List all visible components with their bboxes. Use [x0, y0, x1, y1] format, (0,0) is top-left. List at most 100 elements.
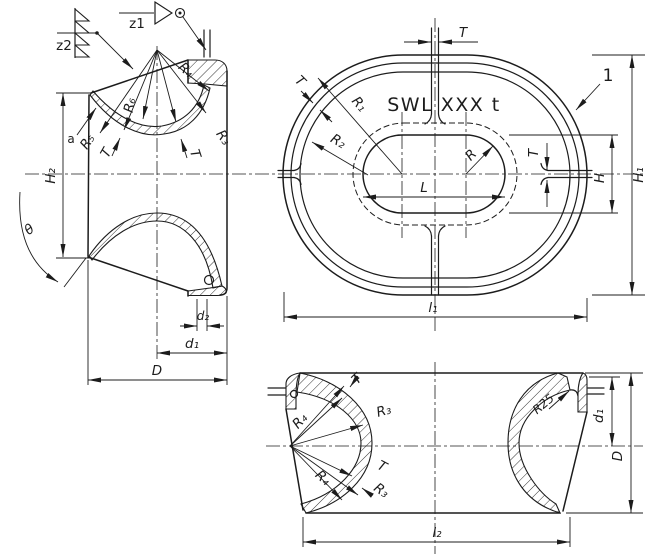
left-silhouette	[87, 94, 90, 257]
top-seam	[430, 27, 440, 115]
lower-cut-edge	[87, 256, 189, 292]
link-inner-contour	[299, 71, 571, 279]
label-T-top: T	[459, 25, 469, 41]
right-seam	[547, 169, 593, 179]
right-seam-flare	[540, 162, 549, 186]
centerlines	[25, 18, 643, 554]
upper-shell-lip-section	[187, 59, 228, 87]
lower-shell-section	[88, 212, 223, 289]
link-middle-contour	[290, 62, 580, 288]
label-l2: l₂	[432, 525, 442, 541]
right-shell-face	[562, 411, 588, 512]
label-H2: H₂	[43, 168, 59, 184]
dim-D-extensions	[87, 260, 228, 385]
leader-T-lower-opposing	[361, 487, 374, 498]
label-T-rightseam: T	[526, 147, 542, 157]
weld-seams	[277, 27, 593, 296]
label-R1: R₁	[348, 94, 370, 116]
leader-T-lower	[289, 445, 353, 477]
link-opening	[362, 134, 506, 214]
leader-R5	[99, 49, 158, 134]
label-R2: R₂	[328, 131, 349, 153]
leader-R25	[548, 390, 570, 410]
label-D-bottom: D	[610, 451, 626, 461]
z1-fillet-weld-triangle	[154, 0, 174, 26]
leader-R3	[156, 49, 207, 114]
leader-R4-upper	[289, 385, 345, 447]
bottom-seam	[430, 235, 440, 296]
label-z1: z1	[129, 16, 145, 32]
weld-symbol-z2: z2	[56, 7, 134, 70]
label-T-wall: T	[291, 73, 309, 91]
label-T-right: T	[186, 147, 204, 161]
label-R: R	[462, 146, 480, 164]
leader-T-right-opposing	[180, 138, 188, 159]
left-side-view: R₅ T R₆ T R₃ R₄ a H₂ θ d₂ d₁ D	[19, 0, 234, 385]
left-seam-extension-lines	[267, 387, 287, 396]
link-outer-contour	[282, 54, 588, 296]
item-1-leader	[575, 83, 601, 111]
upper-seam-extension	[203, 29, 211, 58]
leader-R2	[311, 141, 369, 176]
leader-T-right	[156, 49, 177, 123]
label-d2: d₂	[197, 309, 210, 323]
label-d1-left-view: d₁	[185, 336, 199, 352]
dim-T-wall-tail1	[300, 90, 314, 104]
leader-R3-lower	[289, 445, 359, 496]
plan-view: T T T L H H₁ l₁ R₁ R₂ R SWL XXX t 1	[277, 25, 647, 322]
bottom-view: R₄ T R₃ R₄ T R₃ R25 l₂ d₁ D	[267, 369, 643, 547]
hidden-inner-contour	[352, 122, 518, 226]
z1-arrow	[182, 16, 207, 51]
label-z2: z2	[56, 38, 72, 54]
leader-R1	[317, 77, 403, 175]
label-T-lower: T	[374, 457, 390, 476]
leader-T-left-opposing	[111, 137, 121, 157]
leader-R	[465, 145, 494, 175]
swl-marking: SWL XXX t	[387, 94, 501, 116]
z2-fillet-weld-triangles	[74, 7, 91, 58]
dim-theta-arc	[19, 191, 59, 283]
leader-R6	[142, 49, 158, 120]
left-lip-fillet	[289, 389, 299, 399]
label-R6: R₆	[121, 96, 140, 114]
dim-H-extensions	[509, 134, 618, 214]
label-a: a	[67, 132, 74, 146]
right-lip-fillet-R25	[569, 389, 579, 397]
z1-junction-dot	[178, 11, 182, 15]
left-shell-face	[285, 408, 304, 511]
leader-a	[76, 107, 97, 136]
leader-R3-upper	[289, 424, 364, 447]
label-l1: l₁	[428, 300, 437, 316]
left-seam	[277, 169, 295, 179]
leader-R4-lower	[289, 445, 343, 501]
left-seam-flare	[293, 162, 302, 186]
label-H1: H₁	[631, 167, 647, 183]
upper-shell-section	[89, 84, 211, 136]
left-shell-section	[296, 372, 373, 514]
right-seam-extension-lines	[587, 387, 605, 395]
z2-arrow	[96, 32, 134, 70]
dim-H1-extensions	[592, 54, 645, 296]
bottom-view-dimensions: l₂ d₁ D	[302, 372, 643, 547]
leader-R4	[156, 49, 210, 92]
label-R5: R₅	[77, 131, 99, 152]
lower-lip-fillet	[203, 274, 215, 286]
right-shell-lip-section	[577, 372, 588, 413]
upper-cut-edge	[90, 59, 189, 94]
leader-T-upper-opposing	[349, 375, 360, 388]
label-D-left-view: D	[152, 363, 162, 379]
left-view-leaders: R₅ T R₆ T R₃ R₄ a	[67, 49, 234, 162]
leader-T-upper	[289, 397, 343, 447]
label-d1-bottom: d₁	[591, 409, 607, 423]
label-R3-left-view: R₃	[212, 127, 234, 148]
lower-shell-lip-section	[187, 285, 227, 297]
label-R3-upper: R₃	[375, 401, 394, 420]
label-R3-lower: R₃	[371, 480, 392, 502]
dim-T-wall-tail2	[319, 109, 333, 123]
right-silhouette	[219, 70, 228, 296]
weld-symbol-z1: z1	[119, 0, 207, 51]
label-H: H	[592, 173, 608, 183]
theta-flank-line	[63, 257, 87, 288]
right-shell-section	[507, 372, 571, 514]
